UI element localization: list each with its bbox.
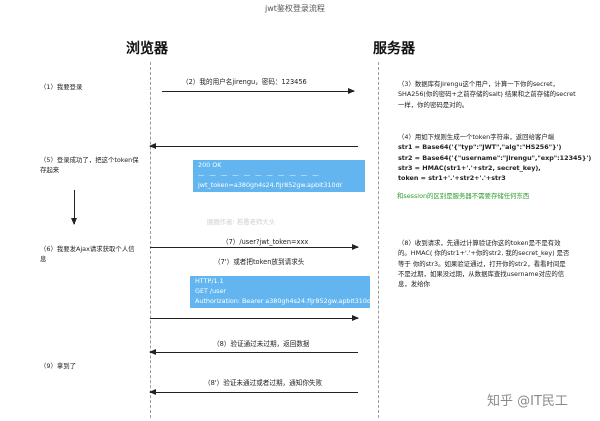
response-token-box: 200 OK — — — — — — — — — — — jwt_token=a… (193, 160, 365, 192)
server-note-4-line-1: str1 = Base64('{"typ":"JWT","alg":"HS256… (398, 143, 562, 152)
message-7b-label: （7'）或者把token放到请求头 (214, 258, 305, 266)
faint-author-text: 圈圈作者: 若愚老师大头 (207, 218, 276, 226)
session-difference-note: 和session的区别是服务器不需要存储任何东西 (397, 192, 530, 200)
browser-column-heading: 浏览器 (126, 41, 168, 57)
request-authorization: Authorization: Bearer a380gh4s24.fijr852… (195, 297, 370, 305)
message-8b-arrow (149, 389, 358, 395)
message-8-arrow (149, 349, 358, 355)
server-column-heading: 服务器 (373, 41, 415, 57)
server-note-4-line-2: str2 = Base64('{"username":"jirengu","ex… (398, 153, 592, 162)
response-token-arrow (149, 143, 358, 149)
zhihu-watermark: 知乎 @IT民工 (487, 394, 568, 409)
server-lifeline (378, 62, 379, 418)
request-header-box: HTTP/1.1 GET /user Authorization: Bearer… (190, 276, 370, 308)
browser-step-5: （5）登录成功了，把这个token保存起来 (40, 156, 139, 174)
server-note-4-line-3: str3 = HMAC(str1+'.'+str2, secret_key), (398, 163, 541, 172)
message-2-label: （2）我的用户名jirengu，密码：123456 (182, 78, 307, 86)
server-note-8: （8）收到请求，先通过计算验证你这的token是不是有效的。HMAC( 你的st… (398, 239, 570, 289)
message-8b-label: （8'）验证未通过或者过期，通知你失败 (204, 379, 323, 387)
message-7-arrow (150, 244, 359, 250)
browser-lifeline (150, 62, 151, 418)
diagram-title: jwt鉴权登录流程 (265, 4, 325, 13)
browser-step-1: （1）我要登录 (40, 83, 83, 91)
response-token: jwt_token=a380gh4s24.fijr852gw.apbit310d… (198, 181, 343, 189)
request-protocol: HTTP/1.1 (195, 277, 224, 285)
message-2-arrow (162, 88, 355, 94)
message-7-label: （7）/user?jwt_token=xxx (222, 238, 309, 246)
server-note-4-line-4: token = str1+'.'+str2+'.'+str3 (398, 174, 506, 183)
response-status: 200 OK (198, 161, 222, 169)
server-note-4-heading: （4）用如下规则生成一个token字符串，返回给客户端 (398, 133, 555, 141)
browser-step-9: （9）拿到了 (40, 362, 77, 370)
server-note-4: （4）用如下规则生成一个token字符串，返回给客户端 str1 = Base6… (398, 132, 594, 183)
server-note-3: （3）数据库有jirengu这个用户，计算一下你的secret，SHA256(你… (398, 80, 576, 109)
request-method: GET /user (195, 287, 227, 295)
request-header-arrow (150, 315, 359, 321)
browser-step-6: （6）我要发Ajax请求获取个人信息 (40, 245, 135, 263)
message-8-label: （8）验证通过未过期，返回数据 (213, 340, 310, 348)
browser-down-arrow (71, 190, 77, 225)
response-separator: — — — — — — — — — — — (198, 171, 321, 179)
